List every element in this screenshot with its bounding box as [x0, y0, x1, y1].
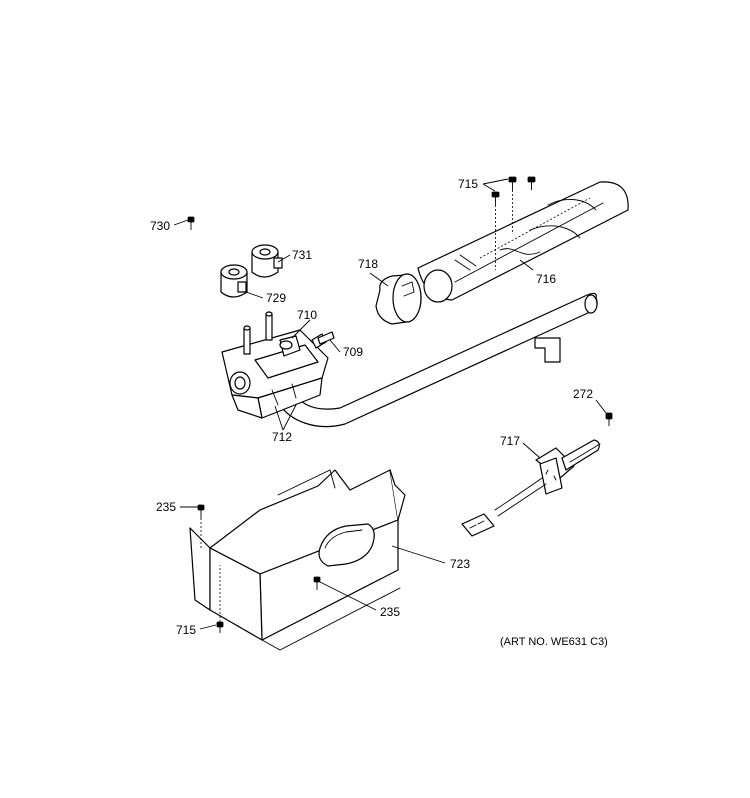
gas-tube-712	[279, 292, 598, 428]
burner-bracket	[534, 337, 561, 363]
gas-valve-body	[221, 311, 329, 419]
coil-729	[220, 264, 248, 298]
label-730: 730	[150, 219, 170, 233]
orifice-709	[311, 331, 335, 349]
label-710: 710	[297, 308, 317, 322]
screw-715-top-3	[527, 176, 536, 190]
burner-tube-716	[417, 181, 629, 303]
screw-715-top-1	[491, 191, 500, 270]
screw-715-bottom	[216, 565, 224, 633]
label-718: 718	[358, 257, 378, 271]
label-272: 272	[573, 387, 593, 401]
label-729: 729	[266, 291, 286, 305]
label-715-top: 715	[458, 177, 478, 191]
coil-731	[251, 244, 283, 278]
screw-235-left	[197, 504, 205, 548]
label-235-bottom: 235	[380, 605, 400, 619]
label-709: 709	[343, 345, 363, 359]
screw-730	[187, 216, 195, 230]
label-716: 716	[536, 272, 556, 286]
label-731: 731	[292, 248, 312, 262]
burner-bracket-723	[189, 469, 406, 651]
label-717: 717	[500, 434, 520, 448]
screw-715-top-2	[508, 176, 517, 232]
leader-lines	[173, 178, 607, 630]
art-number: (ART NO. WE631 C3)	[500, 636, 608, 648]
screw-272	[605, 412, 613, 426]
label-712: 712	[272, 430, 292, 444]
burner-sleeve-718	[375, 273, 422, 325]
label-235-left: 235	[156, 500, 176, 514]
screw-235-bottom	[313, 576, 321, 590]
label-715-bottom: 715	[176, 623, 196, 637]
igniter-717	[461, 439, 601, 537]
label-723: 723	[450, 557, 470, 571]
